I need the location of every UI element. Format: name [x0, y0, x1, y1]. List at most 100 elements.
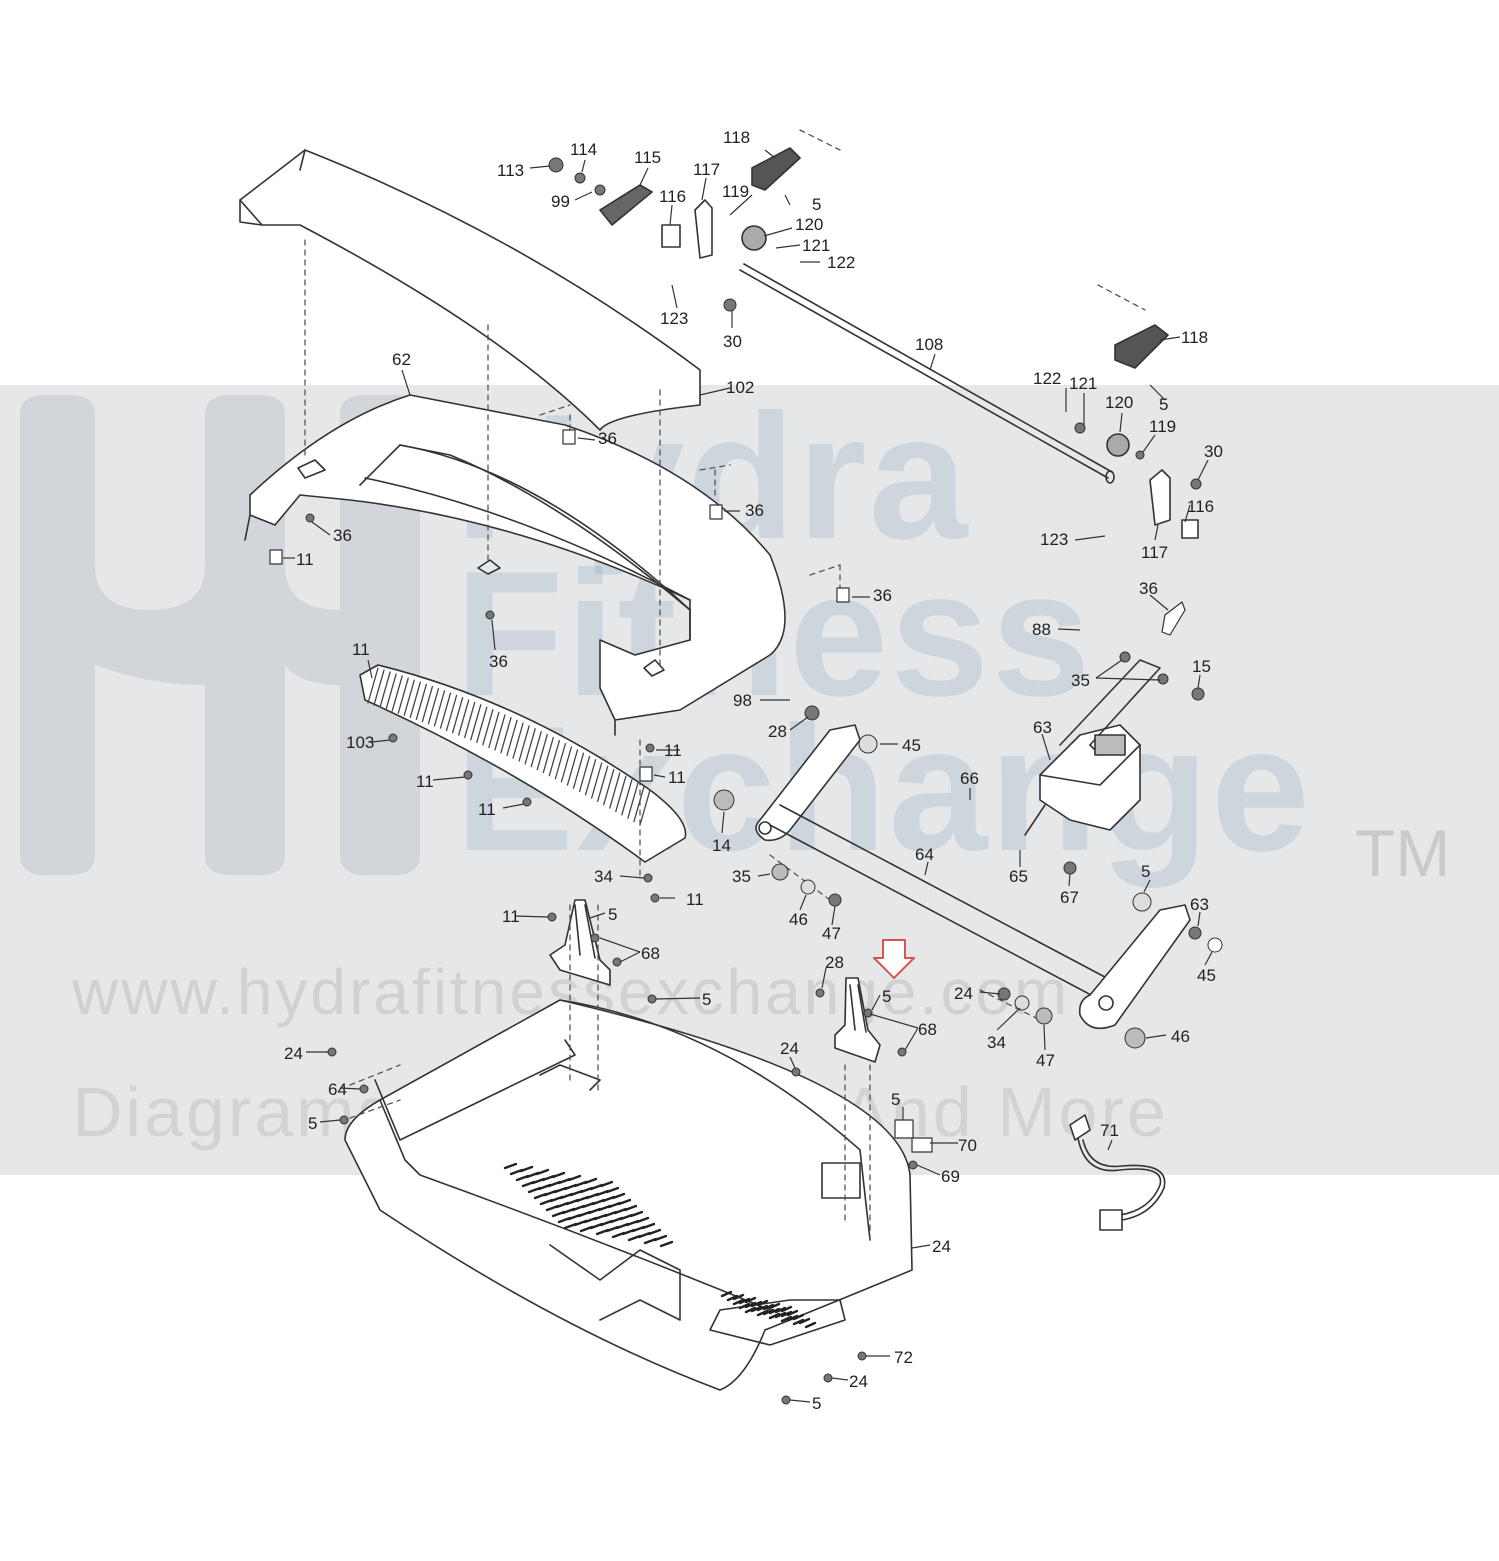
part-callout-118: 118: [1181, 328, 1208, 347]
part-callout-36: 36: [1139, 579, 1158, 598]
part-callout-30: 30: [1204, 442, 1223, 461]
part-callout-24: 24: [954, 984, 973, 1003]
part-callout-45: 45: [1197, 966, 1216, 985]
part-callout-34: 34: [594, 867, 613, 886]
part-callout-47: 47: [822, 924, 841, 943]
upright-bracket-right: [834, 977, 881, 1063]
part-callout-24: 24: [284, 1044, 303, 1063]
part-callout-24: 24: [849, 1372, 868, 1391]
part-callout-120: 120: [795, 215, 823, 234]
part-callout-69: 69: [941, 1167, 960, 1186]
part-callout-67: 67: [1060, 888, 1079, 907]
part-callout-98: 98: [733, 691, 752, 710]
part-callout-35: 35: [732, 867, 751, 886]
lift-frame-part: [755, 724, 1191, 1030]
part-callout-24: 24: [780, 1039, 799, 1058]
part-callout-118: 118: [723, 128, 750, 147]
part-callout-119: 119: [1149, 417, 1176, 436]
part-callout-113: 113: [497, 161, 524, 180]
part-callout-11: 11: [664, 741, 682, 760]
part-callout-35: 35: [1071, 671, 1090, 690]
part-callout-123: 123: [1040, 530, 1068, 549]
part-callout-5: 5: [882, 987, 891, 1006]
part-callout-62: 62: [392, 350, 411, 369]
foot-part-top: [751, 147, 801, 191]
part-callout-108: 108: [915, 335, 943, 354]
part-callout-14: 14: [712, 836, 731, 855]
part-callout-28: 28: [825, 953, 844, 972]
part-callout-11: 11: [502, 907, 520, 926]
part-callout-11: 11: [296, 550, 314, 569]
part-callout-46: 46: [789, 910, 808, 929]
part-callout-36: 36: [598, 429, 617, 448]
part-callout-64: 64: [328, 1080, 347, 1099]
part-callout-119: 119: [722, 182, 749, 201]
part-callout-11: 11: [478, 800, 496, 819]
part-callout-70: 70: [958, 1136, 977, 1155]
grille-part: [359, 664, 687, 863]
part-callout-116: 116: [1187, 497, 1214, 516]
part-callout-102: 102: [726, 378, 754, 397]
part-callout-115: 115: [634, 148, 661, 167]
part-callout-5: 5: [308, 1114, 317, 1133]
part-callout-99: 99: [551, 192, 570, 211]
part-callout-64: 64: [915, 845, 934, 864]
part-callout-36: 36: [745, 501, 764, 520]
part-callout-30: 30: [723, 332, 742, 351]
part-callout-5: 5: [702, 990, 711, 1009]
part-callout-120: 120: [1105, 393, 1133, 412]
part-callout-68: 68: [918, 1020, 937, 1039]
part-callout-36: 36: [333, 526, 352, 545]
bracket-hardware-group: [599, 184, 1199, 539]
part-callout-88: 88: [1032, 620, 1051, 639]
part-callout-121: 121: [1069, 374, 1097, 393]
part-callout-5: 5: [812, 195, 821, 214]
motor-hood-base-part: [344, 999, 913, 1391]
part-callout-65: 65: [1009, 867, 1028, 886]
part-callout-117: 117: [1141, 543, 1168, 562]
part-callout-114: 114: [570, 140, 597, 159]
part-callout-5: 5: [891, 1090, 900, 1109]
part-callout-103: 103: [346, 733, 374, 752]
watermark-trademark: TM: [1355, 816, 1451, 890]
part-callout-123: 123: [660, 309, 688, 328]
vent-slots-icon: [720, 1290, 817, 1329]
part-callout-71: 71: [1100, 1121, 1119, 1140]
part-callout-11: 11: [668, 768, 686, 787]
part-callout-28: 28: [768, 722, 787, 741]
part-callout-24: 24: [932, 1237, 951, 1256]
vent-slots-icon: [503, 1162, 674, 1248]
hood-front-part: [244, 394, 786, 736]
part-callout-63: 63: [1033, 718, 1052, 737]
power-cord-part: [1069, 1114, 1166, 1231]
part-callout-72: 72: [894, 1348, 913, 1367]
part-callout-5: 5: [1159, 395, 1168, 414]
watermark-logo-icon: [20, 395, 420, 875]
part-callout-11: 11: [352, 640, 370, 659]
part-callout-15: 15: [1192, 657, 1211, 676]
highlight-arrow-icon: [873, 939, 915, 979]
part-callout-117: 117: [693, 160, 720, 179]
upright-bracket-left: [549, 899, 611, 986]
part-callout-122: 122: [1033, 369, 1061, 388]
part-callout-122: 122: [827, 253, 855, 272]
part-callout-36: 36: [873, 586, 892, 605]
hood-cover-part: [239, 149, 701, 431]
part-callout-45: 45: [902, 736, 921, 755]
lift-motor-part: [1024, 659, 1161, 836]
axle-part: [739, 263, 1115, 484]
part-callout-36: 36: [489, 652, 508, 671]
part-callout-121: 121: [802, 236, 830, 255]
part-callout-63: 63: [1190, 895, 1209, 914]
part-callout-34: 34: [987, 1033, 1006, 1052]
part-callout-46: 46: [1171, 1027, 1190, 1046]
part-callout-5: 5: [1141, 862, 1150, 881]
part-callout-5: 5: [608, 905, 617, 924]
foot-part-right: [1114, 324, 1169, 369]
part-callout-11: 11: [416, 772, 434, 791]
part-callout-5: 5: [812, 1394, 821, 1413]
part-callout-68: 68: [641, 944, 660, 963]
part-callout-116: 116: [659, 187, 686, 206]
